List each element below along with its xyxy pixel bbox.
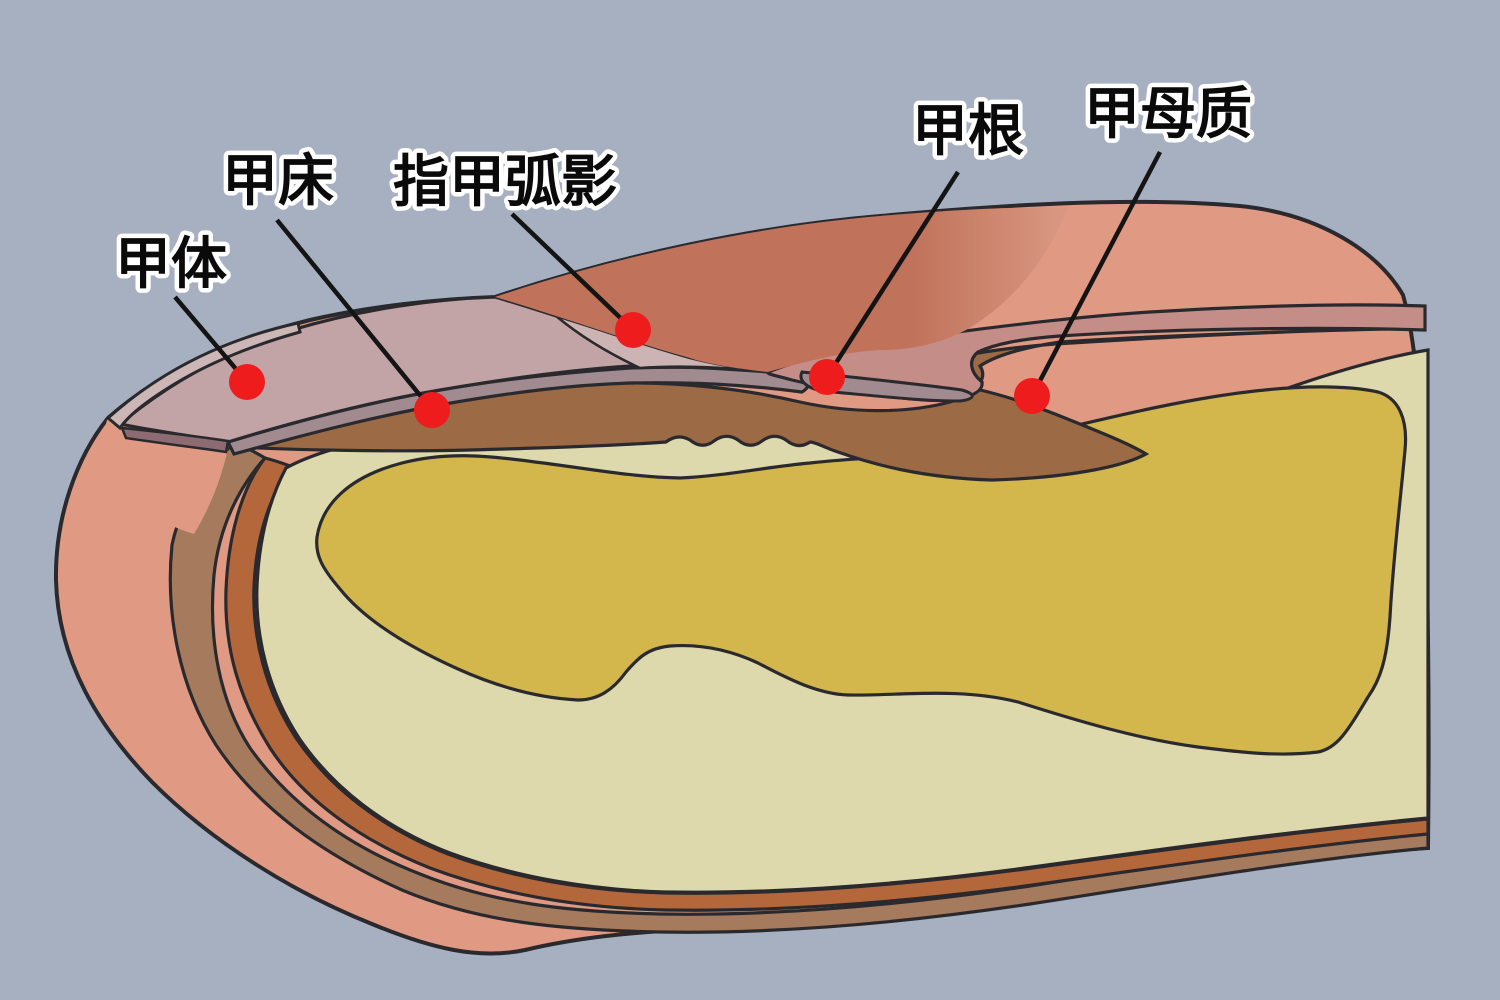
marker-dot-nail-bed — [414, 392, 450, 428]
distal-phalanx-bone — [315, 385, 1408, 756]
leader-line-nail-root — [825, 170, 960, 379]
nail-free-edge-bevel — [105, 321, 302, 431]
label-nail-body: 甲体 — [115, 232, 227, 297]
annotation-nail-matrix: 甲母质 — [1014, 78, 1257, 414]
nail-underside-edge — [120, 426, 230, 454]
label-nail-matrix: 甲母质 — [1084, 82, 1252, 147]
leader-line-nail-bed — [275, 218, 434, 412]
label-lunula: 指甲弧影 — [393, 150, 617, 215]
leader-line-nail-body — [173, 295, 249, 384]
marker-dot-nail-root — [809, 359, 845, 395]
label-nail-root: 甲根 — [912, 99, 1024, 164]
annotation-nail-bed: 甲床 — [218, 145, 450, 428]
annotation-nail-root: 甲根 — [809, 95, 1029, 395]
annotation-lunula: 指甲弧影 — [389, 146, 651, 348]
marker-dot-nail-body — [229, 364, 265, 400]
label-nail-bed: 甲床 — [222, 149, 334, 214]
leader-line-nail-matrix — [1030, 150, 1162, 398]
marker-dot-nail-matrix — [1014, 378, 1050, 414]
leader-line-lunula — [510, 212, 635, 332]
annotation-nail-body: 甲体 — [111, 228, 265, 400]
marker-dot-lunula — [615, 312, 651, 348]
